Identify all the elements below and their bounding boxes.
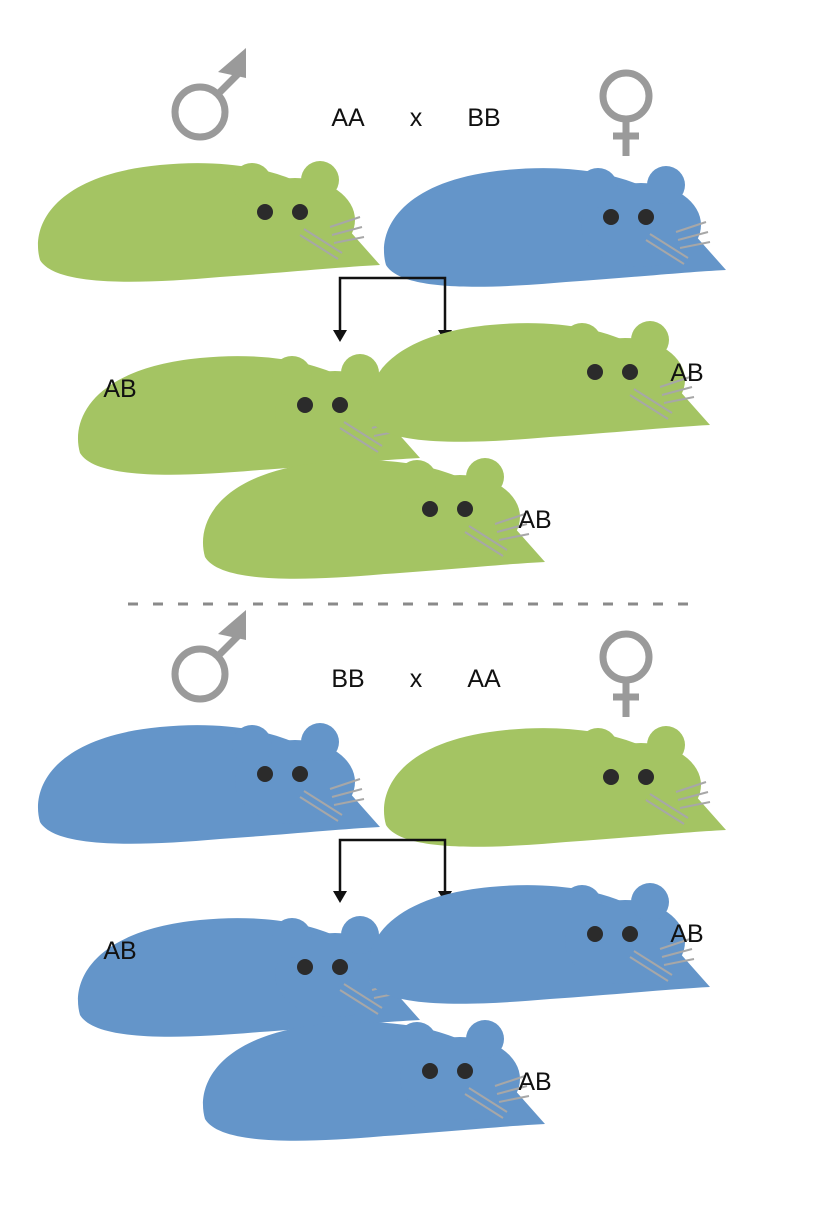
mouse-body xyxy=(37,723,380,844)
mouse-eye xyxy=(332,959,348,975)
offspring-genotype-label: AB xyxy=(518,506,551,534)
female-genotype-label: BB xyxy=(467,104,500,132)
female-parent-mouse xyxy=(383,726,726,847)
mouse-body xyxy=(202,1020,545,1141)
mouse-body xyxy=(383,166,726,287)
female-genotype-label: AA xyxy=(467,665,501,693)
mouse-eye xyxy=(603,209,619,225)
male-parent-mouse xyxy=(37,161,380,282)
cross-arrow xyxy=(338,276,447,336)
cross-sign: x xyxy=(410,104,423,132)
mouse-body xyxy=(77,916,420,1037)
female-parent-mouse xyxy=(383,166,726,287)
mouse-whiskers xyxy=(299,778,365,822)
offspring-genotype-label: AB xyxy=(103,937,136,965)
mouse-eye xyxy=(297,397,313,413)
mouse-eye xyxy=(457,501,473,517)
mouse-body xyxy=(77,354,420,475)
mouse-body xyxy=(383,726,726,847)
offspring-genotype-label: AB xyxy=(670,359,703,387)
cross-section-1: AA x BB AB AB AB xyxy=(37,48,726,579)
mouse-body xyxy=(202,458,545,579)
mouse-whiskers xyxy=(629,376,695,420)
mouse-eye xyxy=(638,769,654,785)
offspring-genotype-label: AB xyxy=(518,1068,551,1096)
mouse-whiskers xyxy=(645,221,711,265)
mouse-eye xyxy=(622,926,638,942)
arrowhead-left xyxy=(333,891,347,903)
mouse-eye xyxy=(292,766,308,782)
cross-sign: x xyxy=(410,665,423,693)
mouse-eye xyxy=(332,397,348,413)
mouse-eye xyxy=(638,209,654,225)
mouse-eye xyxy=(622,364,638,380)
mouse-whiskers xyxy=(645,781,711,825)
mouse-eye xyxy=(257,204,273,220)
mouse-whiskers xyxy=(464,513,530,557)
offspring-mouse xyxy=(367,883,710,1004)
mouse-eye xyxy=(587,364,603,380)
mouse-eye xyxy=(257,766,273,782)
offspring-mouse xyxy=(77,354,420,475)
mouse-body xyxy=(367,321,710,442)
mouse-eye xyxy=(292,204,308,220)
offspring-mouse xyxy=(77,916,420,1037)
mouse-eye xyxy=(297,959,313,975)
male-genotype-label: BB xyxy=(331,665,364,693)
offspring-mouse xyxy=(202,1020,545,1141)
cross-arrow xyxy=(338,838,447,897)
mouse-eye xyxy=(587,926,603,942)
mouse-eye xyxy=(603,769,619,785)
cross-section-2: BB x AA AB AB AB xyxy=(37,610,726,1141)
mouse-whiskers xyxy=(299,216,365,260)
female-symbol-icon xyxy=(599,69,653,156)
male-symbol-icon xyxy=(171,48,246,141)
mouse-body xyxy=(37,161,380,282)
arrowhead-left xyxy=(333,330,347,342)
offspring-genotype-label: AB xyxy=(670,920,703,948)
male-parent-mouse xyxy=(37,723,380,844)
mouse-whiskers xyxy=(464,1075,530,1119)
offspring-genotype-label: AB xyxy=(103,375,136,403)
offspring-mouse xyxy=(367,321,710,442)
mouse-eye xyxy=(422,501,438,517)
offspring-mouse xyxy=(202,458,545,579)
mouse-whiskers xyxy=(629,938,695,982)
mouse-body xyxy=(367,883,710,1004)
mouse-eye xyxy=(422,1063,438,1079)
male-symbol-icon xyxy=(171,610,246,703)
mouse-eye xyxy=(457,1063,473,1079)
female-symbol-icon xyxy=(599,630,653,717)
male-genotype-label: AA xyxy=(331,104,365,132)
